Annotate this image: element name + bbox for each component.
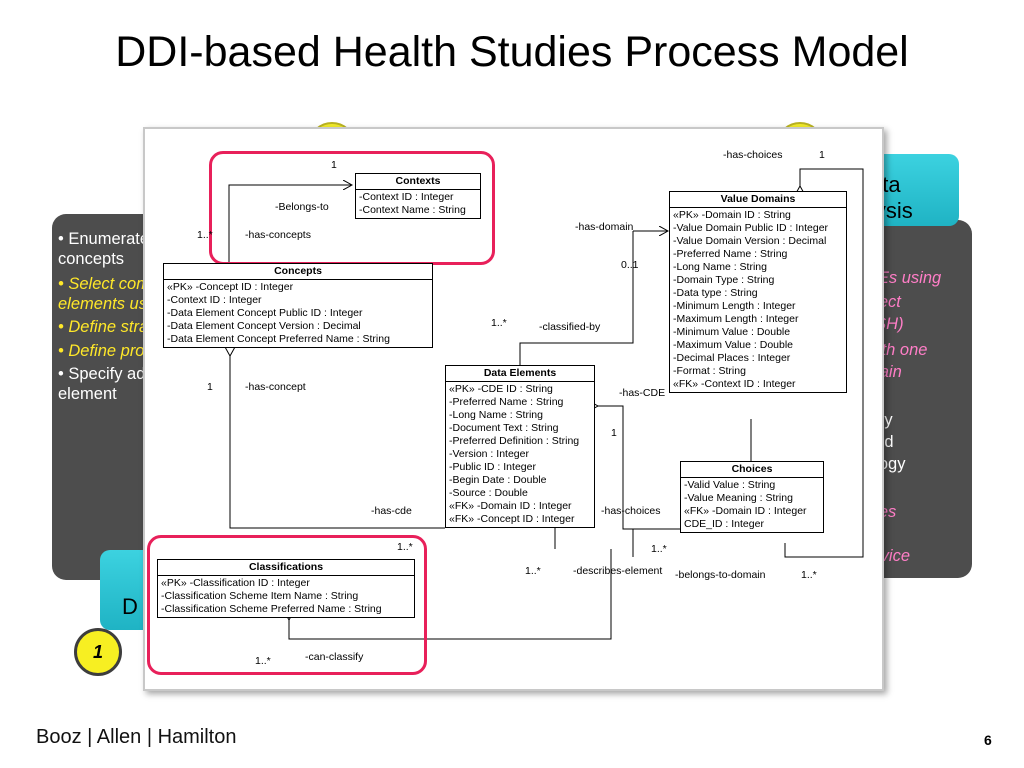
value-domains-attr: -Maximum Value : Double [673,339,794,351]
class-value-domains-title: Value Domains [670,192,846,208]
class-choices-title: Choices [681,462,823,478]
choices-attr: CDE_ID : Integer [684,518,764,530]
mult-contexts: 1 [331,159,337,171]
highlight-classifications [147,535,427,675]
value-domains-attr: -Minimum Value : Double [673,326,791,338]
left-item-1: • Enumerate concepts [58,230,150,268]
classifications-attr: -Classification Scheme Preferred Name : … [161,603,382,615]
class-concepts-title: Concepts [164,264,432,280]
page-number: 6 [984,732,992,748]
concepts-attr: -Context ID : Integer [167,294,262,306]
label-has-choices-top: -has-choices [723,149,783,161]
design-header-text: D [122,594,138,619]
edge-can-classify [289,549,612,640]
mult-0-1: 0..1 [621,259,639,271]
right-line-1: DEs using [866,269,942,287]
class-classifications: Classifications «PK» -Classification ID … [157,559,415,618]
concepts-attr: -Data Element Concept Public ID : Intege… [167,307,363,319]
classifications-attr: -Classification Scheme Item Name : Strin… [161,590,359,602]
contexts-attr: -Context ID : Integer [359,191,454,203]
label-classified-by: -classified-by [539,321,601,333]
edge-has-cde [230,355,445,529]
step-badge-1: 1 [74,628,122,676]
data-elements-attr: -Source : Double [449,487,528,499]
mult-describes: 1..* [525,565,541,577]
edge-has-choices-top [784,168,864,558]
value-domains-attr: -Value Domain Public ID : Integer [673,222,829,234]
mult-classifications: 1..* [397,541,413,553]
mult-concepts: 1..* [197,229,213,241]
mult-classified: 1..* [491,317,507,329]
slide-title: DDI-based Health Studies Process Model [115,28,909,76]
data-elements-attr: «FK» -Domain ID : Integer [449,500,572,512]
value-domains-attr: «PK» -Domain ID : String [673,209,791,221]
class-choices: Choices -Valid Value : String -Value Mea… [680,461,824,533]
data-elements-attr: -Document Text : String [449,422,559,434]
value-domains-attr: -Data type : String [673,287,758,299]
mult-choices-top: 1 [819,149,825,161]
choices-attr: -Valid Value : String [684,479,776,491]
class-value-domains: Value Domains «PK» -Domain ID : String -… [669,191,847,393]
data-elements-attr: -Preferred Definition : String [449,435,580,447]
choices-attr: «FK» -Domain ID : Integer [684,505,807,517]
mult-belongs: 1..* [801,569,817,581]
class-data-elements: Data Elements «PK» -CDE ID : String -Pre… [445,365,595,528]
concepts-attr: -Data Element Concept Version : Decimal [167,320,361,332]
label-has-cde: -has-cde [371,505,412,517]
data-elements-attr: -Preferred Name : String [449,396,564,408]
uml-diagram: Contexts -Context ID : Integer -Context … [143,127,884,691]
value-domains-attr: -Format : String [673,365,746,377]
classifications-attr: «PK» -Classification ID : Integer [161,577,310,589]
edge-belongs-to [228,185,351,263]
label-describes-element: -describes-element [573,565,663,577]
value-domains-attr: -Minimum Length : Integer [673,300,796,312]
data-elements-attr: «FK» -Concept ID : Integer [449,513,575,525]
value-domains-attr: -Domain Type : String [673,274,775,286]
value-domains-attr: -Preferred Name : String [673,248,788,260]
class-contexts-title: Contexts [356,174,480,190]
value-domains-attr: -Value Domain Version : Decimal [673,235,827,247]
label-has-domain: -has-domain [575,221,634,233]
label-can-classify: -can-classify [305,651,364,663]
value-domains-attr: -Maximum Length : Integer [673,313,799,325]
edge-has-cde-right [597,406,680,530]
class-concepts: Concepts «PK» -Concept ID : Integer -Con… [163,263,433,348]
label-has-concepts: -has-concepts [245,229,311,241]
choices-attr: -Value Meaning : String [684,492,793,504]
connector-lines [145,168,864,640]
mult-has-cde: 1 [611,427,617,439]
data-elements-attr: -Public ID : Integer [449,461,536,473]
value-domains-attr: -Decimal Places : Integer [673,352,791,364]
data-elements-attr: -Long Name : String [449,409,543,421]
data-elements-attr: -Begin Date : Double [449,474,547,486]
class-contexts: Contexts -Context ID : Integer -Context … [355,173,481,219]
class-data-elements-title: Data Elements [446,366,594,382]
data-elements-attr: -Version : Integer [449,448,529,460]
data-elements-attr: «PK» -CDE ID : String [449,383,553,395]
value-domains-attr: -Long Name : String [673,261,767,273]
label-belongs-to: -Belongs-to [275,201,329,213]
label-has-choices-mid: -has-choices [601,505,661,517]
company-logo: Booz | Allen | Hamilton [36,726,237,748]
mult-choices: 1..* [651,543,667,555]
class-classifications-title: Classifications [158,560,414,576]
value-domains-attr: «FK» -Context ID : Integer [673,378,796,390]
concepts-attr: «PK» -Concept ID : Integer [167,281,294,293]
mult-can-classify: 1..* [255,655,271,667]
edge-classified-by [519,231,634,365]
mult-concept: 1 [207,381,213,393]
contexts-attr: -Context Name : String [359,204,466,216]
label-has-cde-right: -has-CDE [619,387,666,399]
label-has-concept: -has-concept [245,381,306,393]
label-belongs-to-domain: -belongs-to-domain [675,569,766,581]
concepts-attr: -Data Element Concept Preferred Name : S… [167,333,390,345]
